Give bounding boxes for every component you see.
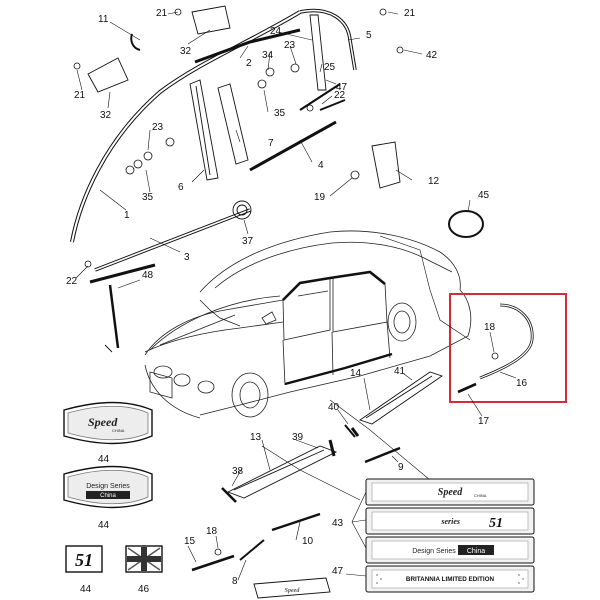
callout-12: 12 [428,176,440,187]
callout-10: 10 [302,536,314,547]
kickplate-britannia: BRITANNIA LIMITED EDITION [365,565,535,593]
badge-51-text: 51 [75,550,93,570]
callout-48: 48 [142,270,154,281]
callout-44-a: 44 [98,454,110,465]
callout-40: 40 [328,402,340,413]
callout-46: 46 [138,584,150,595]
callout-4: 4 [318,160,324,171]
callout-13: 13 [250,432,262,443]
badge-speed-china: Speed CHINA [63,401,153,445]
kickplate-china-text: China [467,548,485,555]
callout-3: 3 [184,252,190,263]
callout-41: 41 [394,366,406,377]
kickplate-design-series-china: Design Series China [365,536,535,564]
callout-34: 34 [262,50,274,61]
badge-51: 51 [65,545,103,573]
callout-32-b: 32 [100,110,112,121]
callout-23-a: 23 [284,40,296,51]
callout-42: 42 [426,50,438,61]
callout-45: 45 [478,190,490,201]
callout-22-b: 22 [66,276,78,287]
callout-5: 5 [366,30,372,41]
callout-14: 14 [350,368,362,379]
callout-19: 19 [314,192,326,203]
badge-china-text: China [100,493,116,499]
callout-47-b: 47 [332,566,344,577]
kickplate-series-51: series 51 [365,507,535,535]
sill-plates [191,371,444,599]
leader-lines [75,11,517,581]
callout-35-a: 35 [274,108,286,119]
car-illustration [144,230,472,419]
callout-44-c: 44 [80,584,92,595]
callout-47-a: 47 [336,82,348,93]
callout-37: 37 [242,236,254,247]
plate-8-script: Speed [285,588,301,594]
kickplate-speed-sub: CHINA [474,493,487,498]
badge-china-bar [86,491,130,499]
kickplate-speed-script: Speed [438,487,463,498]
callout-35-b: 35 [142,192,154,203]
callout-21-a: 21 [156,8,168,19]
plate-8: Speed [285,588,301,594]
badge-design-series-china: Design Series China [63,465,153,509]
callout-17: 17 [478,416,490,427]
kickplate-design-series-text: Design Series [412,548,456,555]
callout-38: 38 [232,466,244,477]
callout-24: 24 [270,26,282,37]
callout-8: 8 [232,576,238,587]
callout-43: 43 [332,518,344,529]
callout-2: 2 [246,58,252,69]
callout-44-b: 44 [98,520,110,531]
fasteners [73,8,499,556]
highlight-box [449,293,567,403]
callout-16: 16 [516,378,528,389]
highlighted-part-16 [449,293,567,403]
callout-18-a: 18 [484,322,496,333]
kickplate-britannia-text: BRITANNIA LIMITED EDITION [406,576,495,583]
callout-7: 7 [268,138,274,149]
callout-23-b: 23 [152,122,164,133]
callout-15: 15 [184,536,196,547]
kickplate-series-text: series [440,517,460,526]
callout-39: 39 [292,432,304,443]
kickplate-51-text: 51 [489,516,503,531]
callout-1: 1 [124,210,130,221]
kickplate-china-bar [458,545,494,555]
callout-25: 25 [324,62,336,73]
badge-speed-script: Speed [88,415,118,429]
badge-speed-sub: CHINA [112,428,125,433]
badge-union-flag [125,545,163,573]
callout-21-c: 21 [404,8,416,19]
badge-design-series-text: Design Series [86,483,130,490]
callout-21-b: 21 [74,90,86,101]
upper-trim-parts [70,5,484,353]
callout-6: 6 [178,182,184,193]
callout-11: 11 [98,14,109,25]
callout-9: 9 [398,462,404,473]
callout-22-a: 22 [334,90,346,101]
callout-18-b: 18 [206,526,218,537]
callout-32-a: 32 [180,46,192,57]
callout-labels: 11 21 21 21 32 32 2 34 23 23 24 5 42 25 … [66,8,528,595]
kickplate-speed: Speed CHINA [365,478,535,506]
